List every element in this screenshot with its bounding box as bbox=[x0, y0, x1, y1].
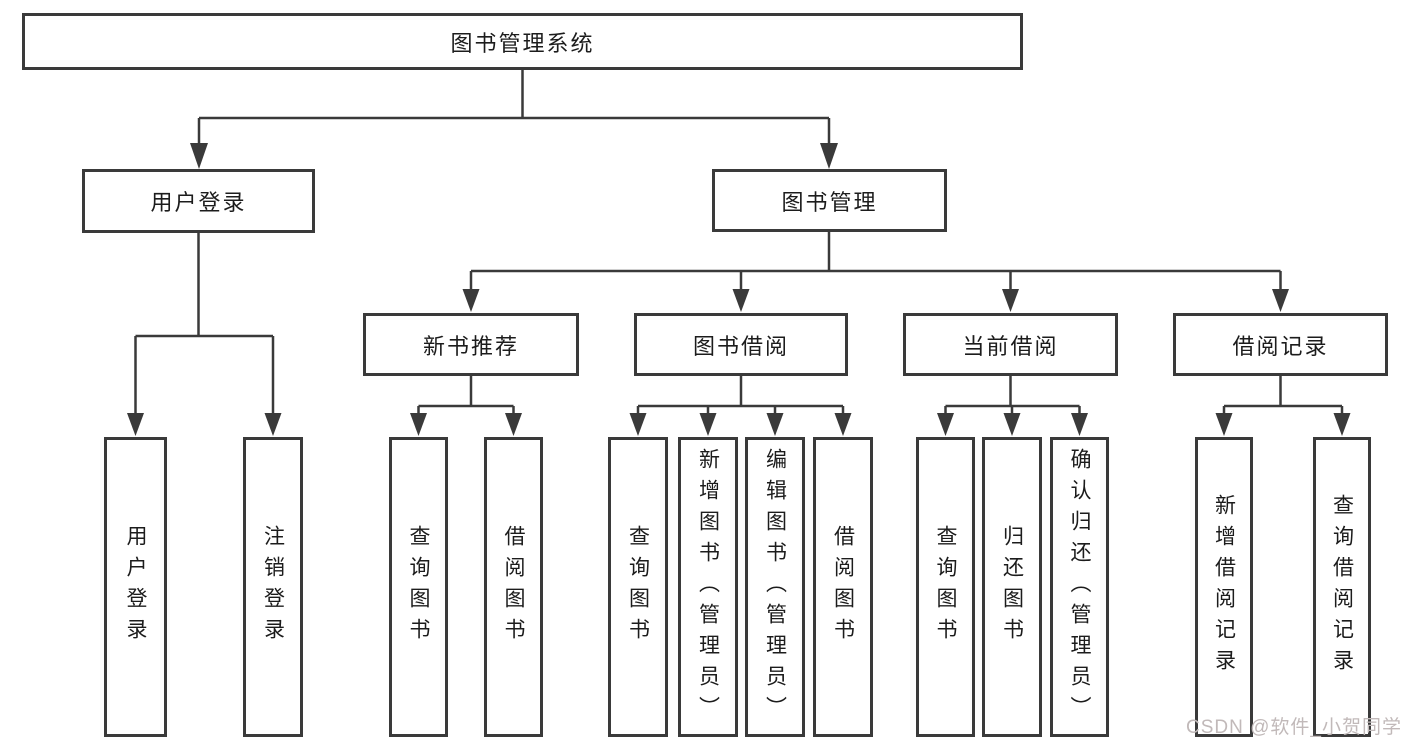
leaf-edit-book-admin: 编辑图书（管理员） bbox=[745, 437, 805, 737]
node-user-login: 用户登录 bbox=[82, 169, 315, 233]
leaf-query-borrow-record: 查询借阅记录 bbox=[1313, 437, 1371, 737]
leaf-add-book-admin: 新增图书（管理员） bbox=[678, 437, 738, 737]
node-library-system-label: 图书管理系统 bbox=[450, 30, 595, 56]
node-user-login-label: 用户登录 bbox=[150, 190, 247, 215]
leaf-confirm-return-admin: 确认归还（管理员） bbox=[1050, 437, 1109, 737]
arrowheads bbox=[127, 143, 1351, 436]
leaf-borrow-book-recommend: 借阅图书 bbox=[484, 437, 543, 737]
node-new-book-recommend: 新书推荐 bbox=[363, 313, 579, 376]
node-book-management: 图书管理 bbox=[712, 169, 947, 232]
leaf-user-login: 用户登录 bbox=[104, 437, 167, 737]
node-new-book-recommend-label: 新书推荐 bbox=[422, 333, 519, 359]
leaf-query-book-recommend: 查询图书 bbox=[389, 437, 448, 737]
node-library-system: 图书管理系统 bbox=[22, 13, 1023, 70]
leaf-borrow-book: 借阅图书 bbox=[813, 437, 873, 737]
csdn-watermark: CSDN @软件_小贺同学 bbox=[1186, 717, 1402, 738]
node-borrow-records: 借阅记录 bbox=[1173, 313, 1388, 376]
node-current-borrow-label: 当前借阅 bbox=[962, 333, 1059, 359]
leaf-query-book-current: 查询图书 bbox=[916, 437, 975, 737]
leaf-logout: 注销登录 bbox=[243, 437, 303, 737]
node-book-management-label: 图书管理 bbox=[781, 189, 878, 215]
leaf-add-borrow-record: 新增借阅记录 bbox=[1195, 437, 1253, 737]
node-current-borrow: 当前借阅 bbox=[903, 313, 1118, 376]
node-book-borrow-label: 图书借阅 bbox=[692, 333, 789, 359]
leaf-query-book-borrow: 查询图书 bbox=[608, 437, 668, 737]
leaf-return-book: 归还图书 bbox=[982, 437, 1042, 737]
node-book-borrow: 图书借阅 bbox=[634, 313, 848, 376]
node-borrow-records-label: 借阅记录 bbox=[1232, 333, 1329, 359]
tree-edges bbox=[134, 70, 1344, 416]
